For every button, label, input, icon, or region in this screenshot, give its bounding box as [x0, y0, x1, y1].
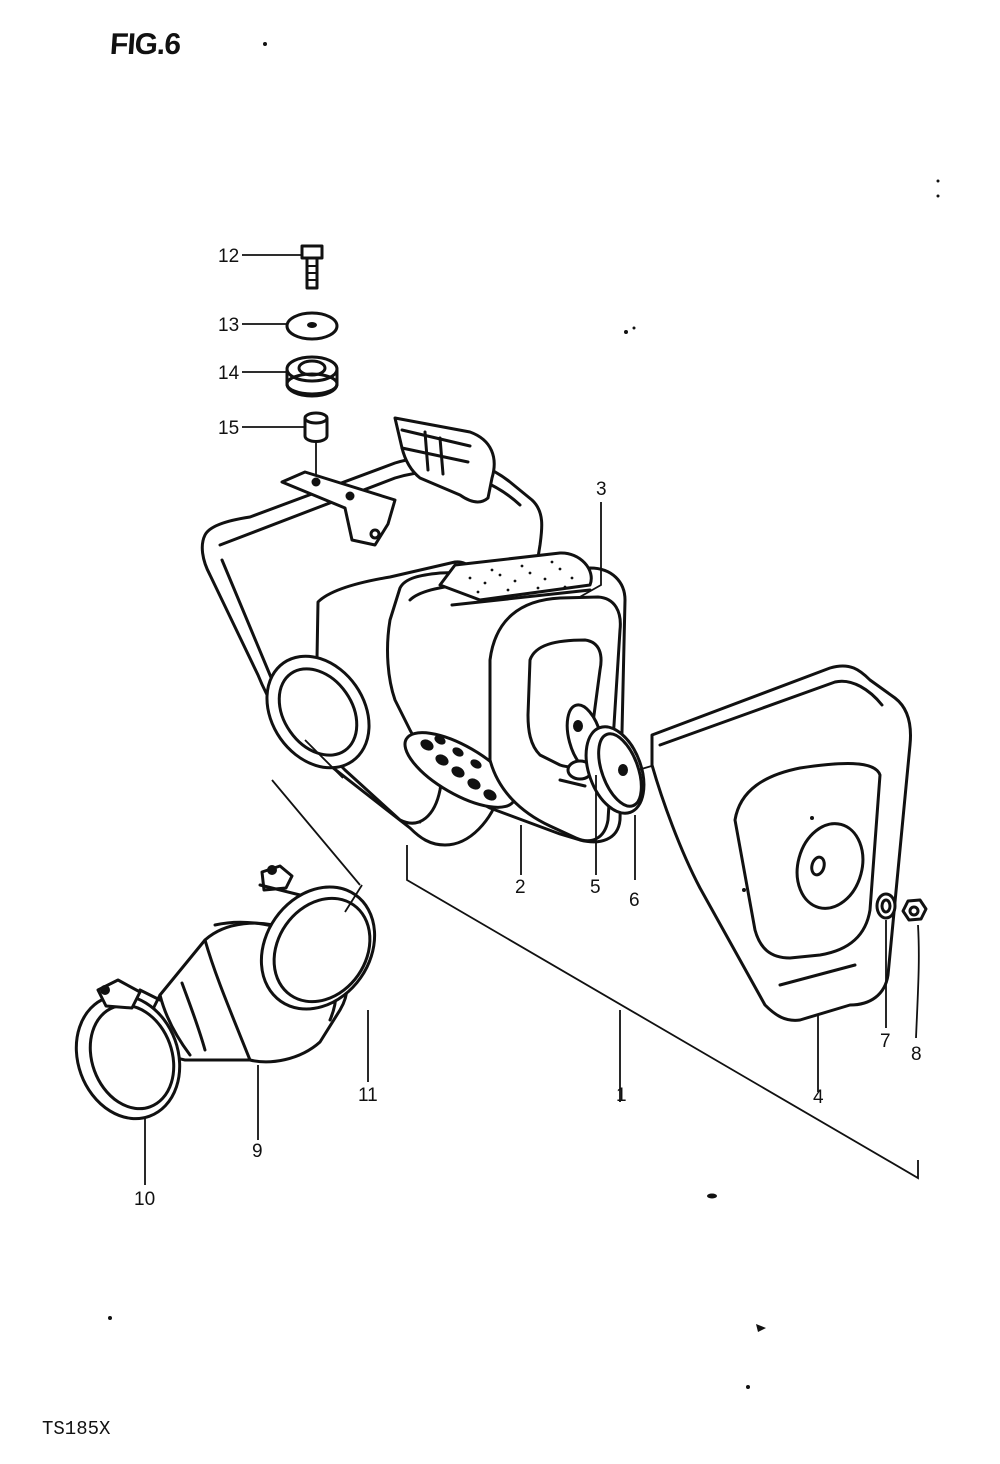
callout-6: 6	[629, 890, 640, 911]
part-4-cover	[650, 664, 912, 1022]
callout-2: 2	[515, 877, 526, 898]
leader-lines	[144, 254, 920, 1185]
callout-12: 12	[218, 246, 239, 267]
part-6-washer	[584, 725, 646, 815]
part-10-clamp	[74, 978, 182, 1121]
callout-3: 3	[596, 479, 607, 500]
part-2-element-cage	[386, 566, 627, 844]
part-12-bolt	[300, 244, 324, 290]
figure-title: FIG.6	[108, 28, 182, 61]
part-7-washer	[875, 892, 897, 920]
callout-numbers: 12 13 14 15 3 2 5 6 7 8 4 1 11 9 10	[134, 246, 922, 1210]
part-11-clamp	[258, 864, 377, 1011]
scan-specks	[108, 42, 940, 1389]
part-14-grommet	[285, 355, 339, 398]
part-15-collar	[303, 411, 329, 443]
callout-13: 13	[218, 315, 239, 336]
part-3-filter-element	[438, 551, 593, 607]
callout-5: 5	[590, 877, 601, 898]
foam-texture	[468, 560, 574, 594]
callout-1: 1	[616, 1085, 627, 1106]
model-code: TS185X	[42, 1418, 111, 1440]
callout-15: 15	[218, 418, 239, 439]
element-holes	[420, 735, 497, 801]
callout-10: 10	[134, 1189, 155, 1210]
callout-7: 7	[880, 1031, 891, 1052]
callout-8: 8	[911, 1044, 922, 1065]
callout-9: 9	[252, 1141, 263, 1162]
callout-14: 14	[218, 363, 240, 384]
callout-4: 4	[813, 1087, 824, 1108]
part-8-nut	[901, 898, 928, 922]
callout-11: 11	[358, 1085, 378, 1106]
part-13-washer	[285, 311, 339, 341]
